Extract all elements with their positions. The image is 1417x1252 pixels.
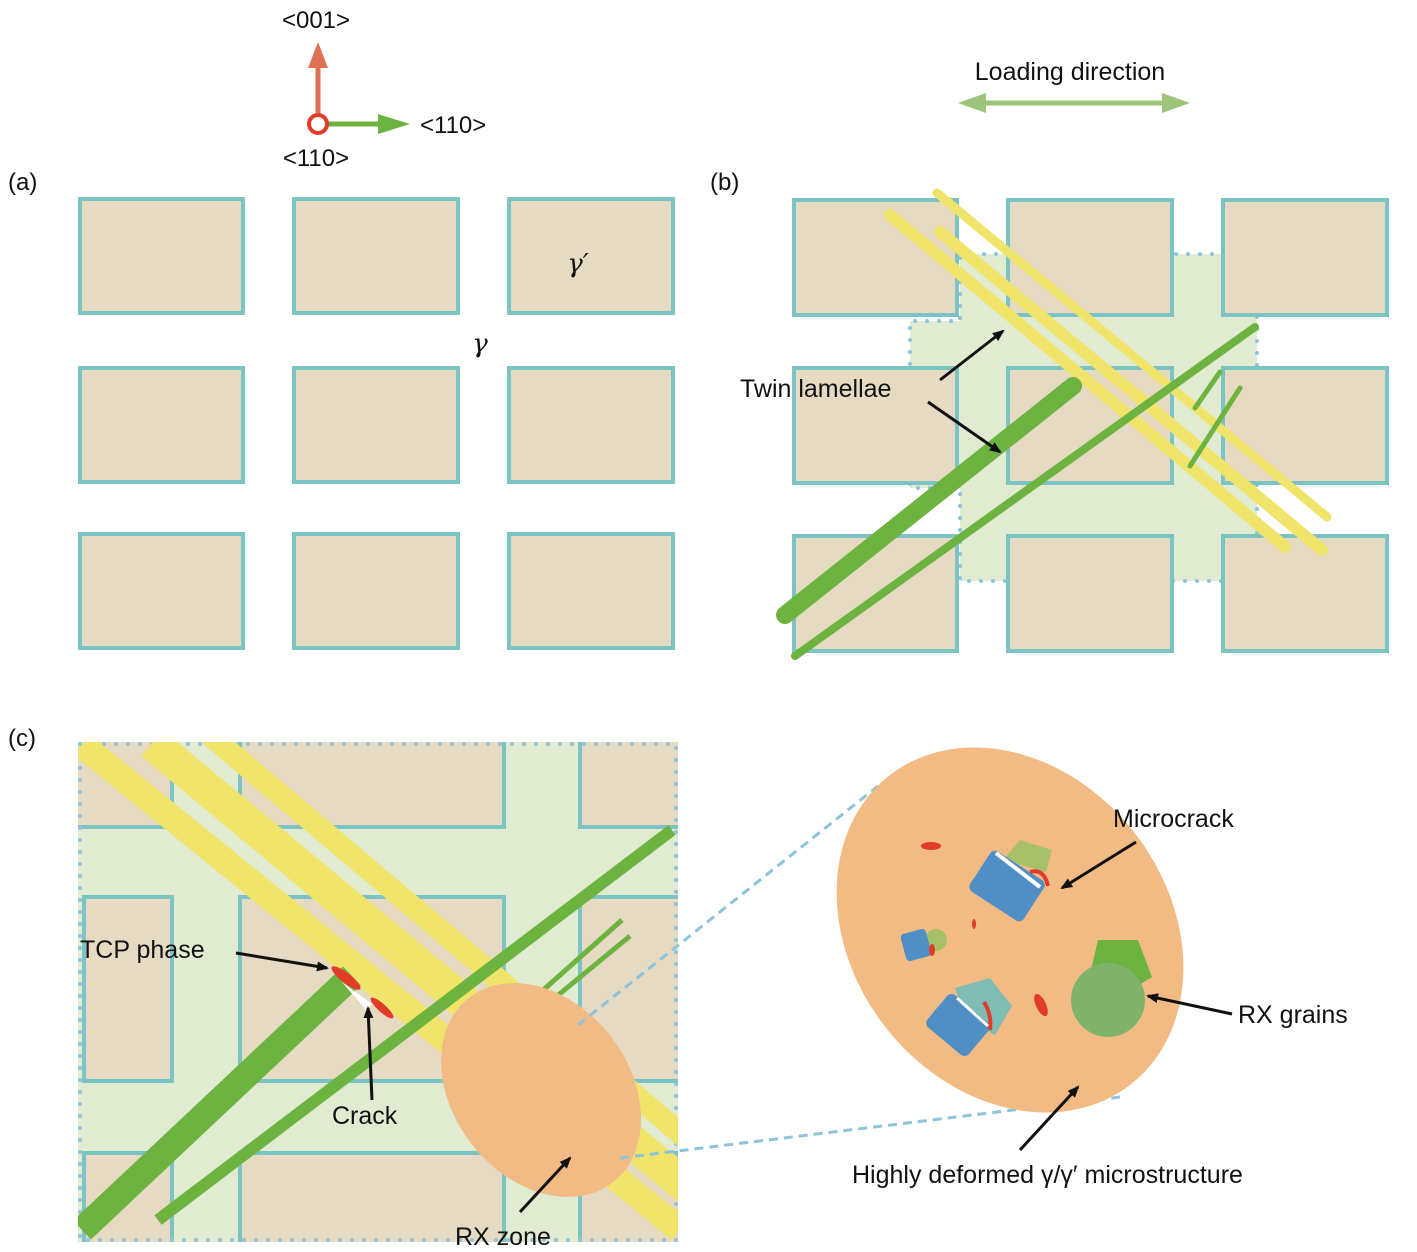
microcrack-red-rim <box>982 1000 993 1031</box>
rx-zone-label: RX zone <box>455 1223 551 1251</box>
precipitate <box>292 532 460 650</box>
zoom-connector-lower <box>619 1095 1121 1160</box>
precipitate <box>78 532 245 650</box>
deformed-microstructure-arrow <box>1018 1085 1080 1152</box>
precipitate <box>507 366 675 484</box>
gamma-prime-precipitates-b <box>792 198 1389 653</box>
axis-001-label: <001> <box>282 7 350 34</box>
microcrack-label: Microcrack <box>1113 805 1234 833</box>
gamma-prime-precipitates <box>78 197 675 650</box>
twin-green-minor-2 <box>1187 385 1243 469</box>
rx-grains-label: RX grains <box>1238 1001 1348 1029</box>
tcp-phase-label: TCP phase <box>80 936 205 964</box>
deformed-microstructure-label: Highly deformed γ/γ′ microstructure <box>852 1161 1243 1189</box>
gamma-prime-label: γ′ <box>567 249 589 279</box>
twin-lamellae-b <box>776 188 1332 660</box>
crack-icon <box>342 982 372 1010</box>
rx-grain <box>1071 963 1145 1037</box>
loading-direction: Loading direction <box>958 58 1190 113</box>
axis-001-arrowhead <box>308 42 328 68</box>
microcrack-red-rim <box>1029 869 1050 887</box>
precipitate <box>1006 198 1174 317</box>
crack-arrow <box>363 1006 374 1101</box>
panel-b: (b) Twin lamellae <box>710 169 1389 660</box>
twin-green-medium <box>154 825 676 1225</box>
precipitate <box>292 197 460 315</box>
rx-grain <box>926 994 990 1056</box>
precipitate <box>1221 534 1389 653</box>
precipitate <box>792 198 959 317</box>
rx-zone <box>441 983 641 1197</box>
precipitate <box>792 366 959 485</box>
rx-grain <box>1003 840 1052 872</box>
precipitate <box>292 366 460 484</box>
rx-grain <box>969 850 1045 922</box>
rx-zone-zoom: Microcrack RX grains Highly deformed γ/γ… <box>577 747 1348 1189</box>
loading-arrowhead-left <box>958 93 986 113</box>
twin-yellow-2 <box>934 226 1328 556</box>
zoom-connector-upper <box>577 784 879 1027</box>
twin-green-thick <box>78 966 361 1240</box>
twin-green-thick <box>776 377 1082 624</box>
crystal-axes: <001> <110> <110> <box>282 7 486 172</box>
twin-yellow-3 <box>932 188 1332 522</box>
rx-zone-magnified <box>836 747 1184 1113</box>
rx-grains-arrow <box>1146 993 1233 1016</box>
microcrack-icon <box>955 996 990 1028</box>
twin-arrow-lower <box>927 400 1002 454</box>
rx-zone-arrow <box>518 1156 572 1214</box>
microcrack-icon <box>994 851 1042 889</box>
twin-yellow-1 <box>884 209 1291 553</box>
axis-110-arrowhead <box>378 114 410 134</box>
twin-green-thin <box>791 323 1259 660</box>
axis-110-out-label: <110> <box>283 145 349 172</box>
field-dotted-border <box>78 742 678 1242</box>
precipitate <box>78 197 245 315</box>
precipitate <box>82 895 174 1083</box>
microcrack-arrow <box>1060 840 1137 890</box>
tcp-phase-particle <box>331 966 361 990</box>
panel-c: (c) <box>8 725 678 1251</box>
precipitate <box>1221 198 1389 317</box>
twin-lamellae-label: Twin lamellae <box>740 375 891 403</box>
gamma-label: γ <box>472 329 488 359</box>
rx-grain <box>900 929 932 961</box>
precipitate <box>238 1151 506 1242</box>
tcp-particle <box>972 919 976 929</box>
panel-c-tag: (c) <box>8 725 36 752</box>
crack-label: Crack <box>332 1102 398 1130</box>
panel-a: (a) γ′ γ <box>8 169 675 650</box>
precipitate <box>507 532 675 650</box>
twin-arrow-upper <box>939 329 1005 382</box>
precipitate <box>78 366 245 484</box>
precipitate <box>578 742 678 829</box>
loading-arrowhead-right <box>1162 93 1190 113</box>
twin-green-minor-1 <box>530 918 624 1002</box>
axis-out-of-plane-icon <box>307 113 329 135</box>
tcp-phase-particle <box>370 997 394 1019</box>
precipitate <box>507 197 675 315</box>
panel-b-tag: (b) <box>710 169 739 196</box>
precipitate <box>1006 534 1174 653</box>
tcp-phase-arrow <box>235 951 329 972</box>
precipitate <box>1221 366 1389 485</box>
tcp-particle <box>1034 993 1048 1017</box>
twin-green-minor-1 <box>1192 369 1223 411</box>
tcp-particle <box>929 944 935 956</box>
panel-a-tag: (a) <box>8 169 37 196</box>
loading-direction-label: Loading direction <box>975 58 1165 86</box>
axis-110-label: <110> <box>420 112 486 139</box>
tcp-particle <box>921 842 941 850</box>
